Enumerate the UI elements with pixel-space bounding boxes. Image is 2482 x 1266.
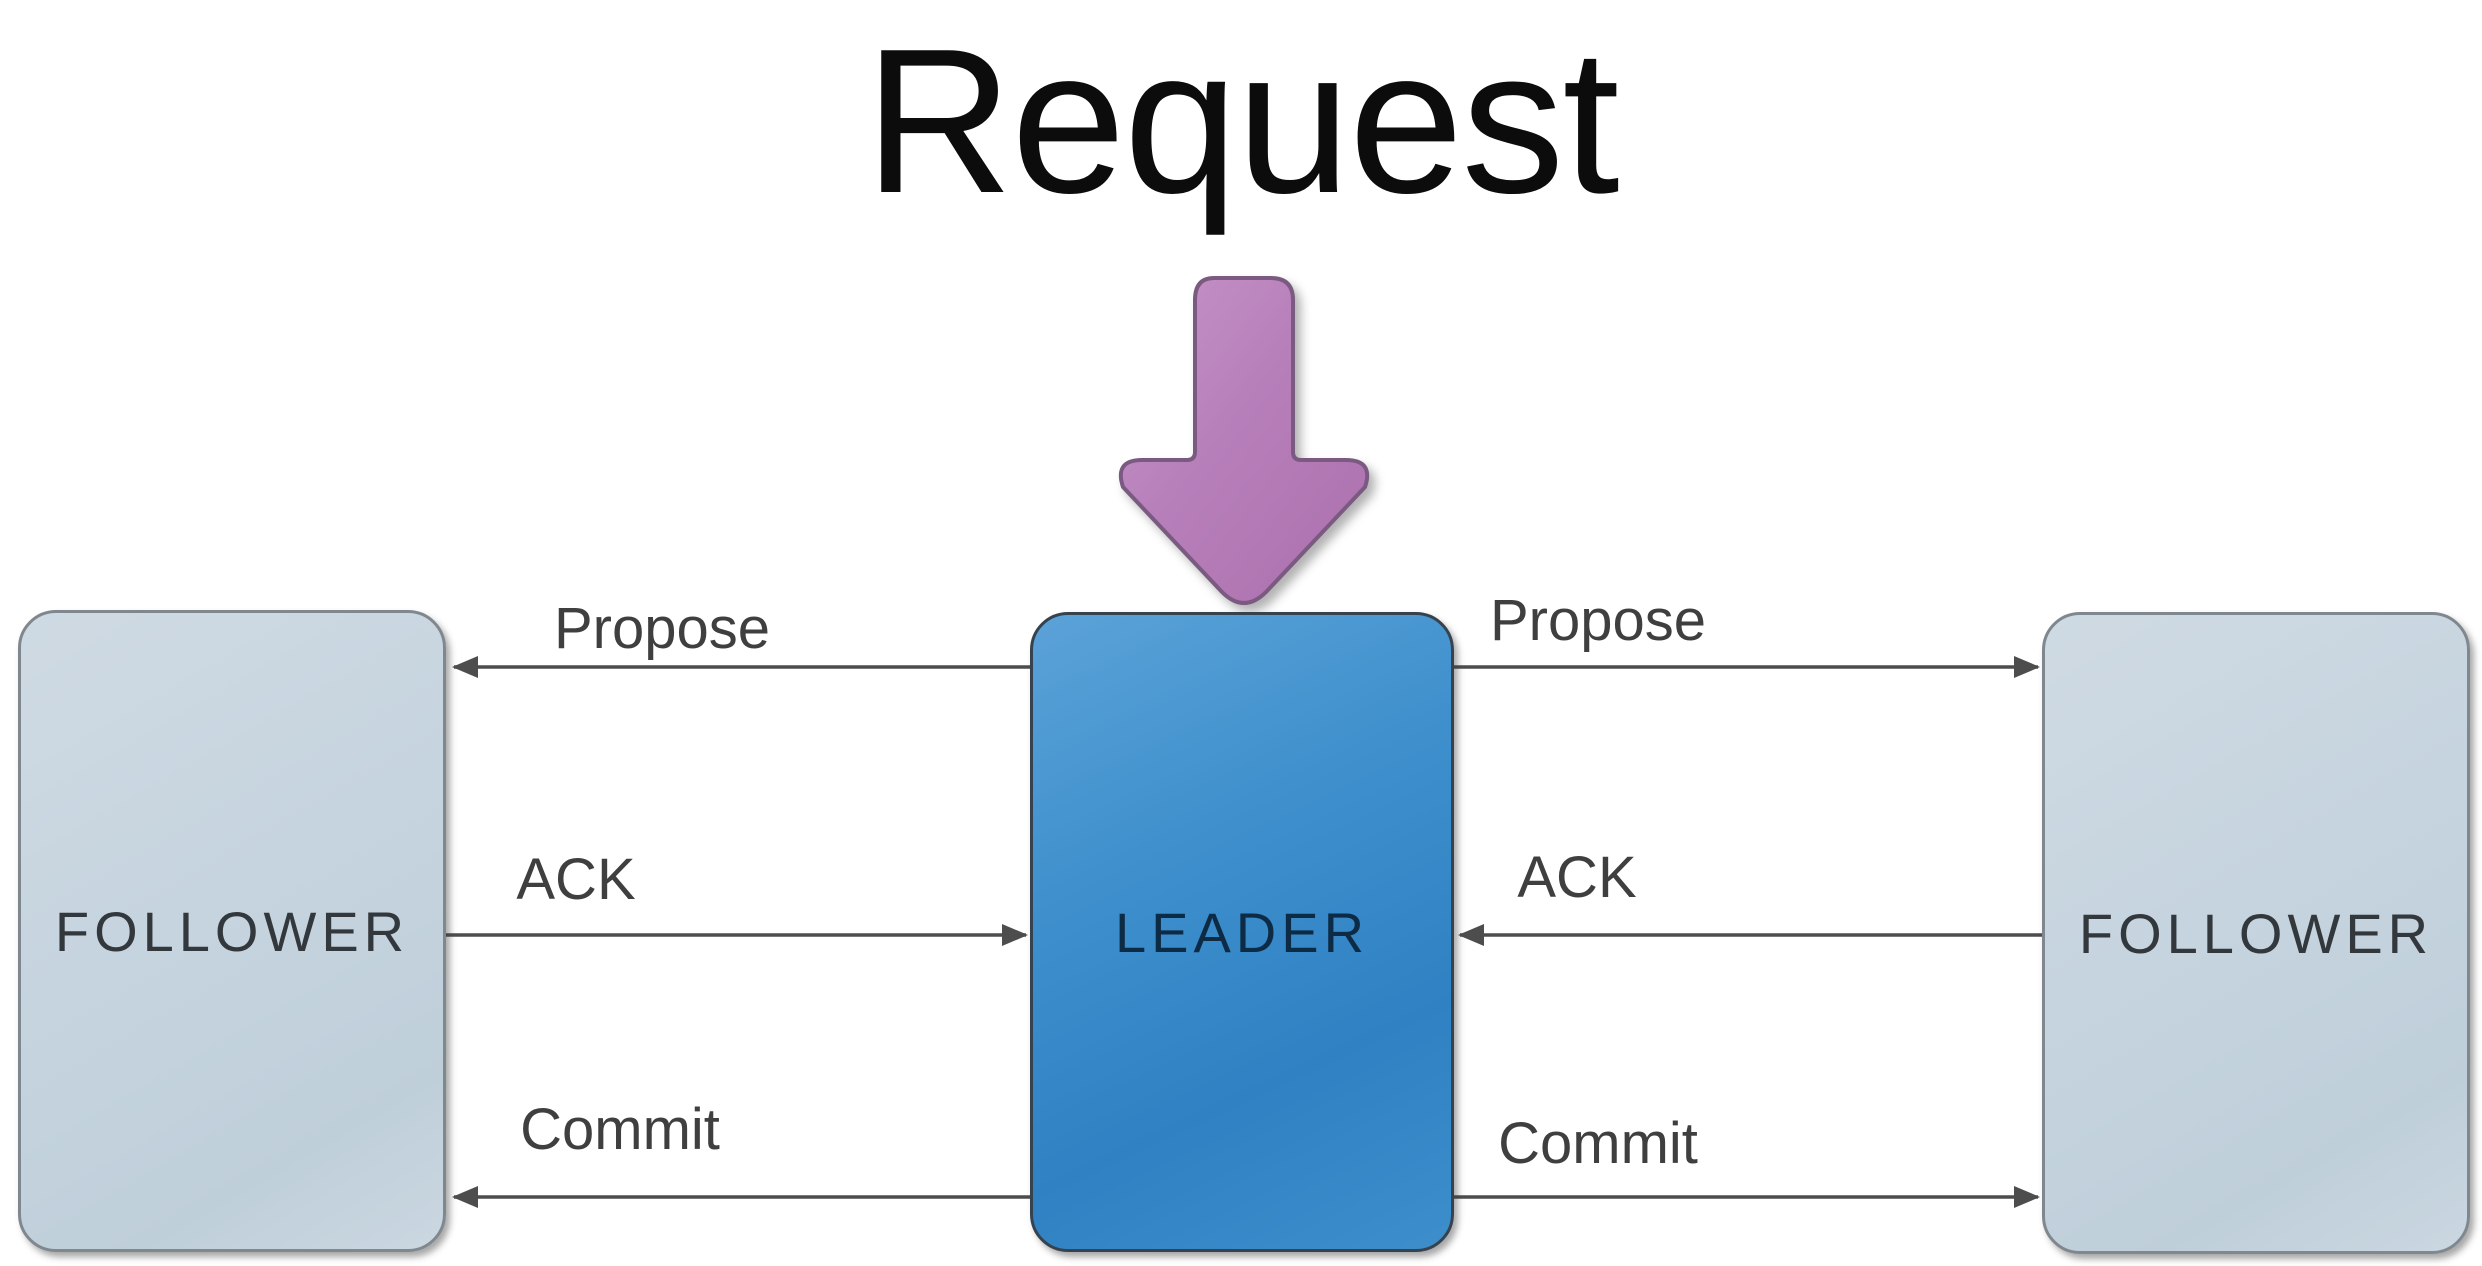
label-left-ack: ACK (516, 847, 636, 912)
label-right-commit: Commit (1498, 1111, 1698, 1176)
node-leader: LEADER (1030, 612, 1454, 1252)
request-down-arrow-icon (1118, 276, 1370, 605)
follower-right-label: FOLLOWER (2078, 901, 2434, 965)
diagram-title: Request (864, 6, 1619, 236)
label-right-ack: ACK (1517, 845, 1637, 910)
leader-label: LEADER (1114, 900, 1370, 964)
follower-left-label: FOLLOWER (54, 899, 410, 963)
node-follower-left: FOLLOWER (18, 610, 446, 1252)
label-right-propose: Propose (1489, 588, 1707, 653)
node-follower-right: FOLLOWER (2042, 612, 2470, 1254)
label-left-propose: Propose (553, 596, 771, 661)
label-left-commit: Commit (520, 1097, 720, 1162)
